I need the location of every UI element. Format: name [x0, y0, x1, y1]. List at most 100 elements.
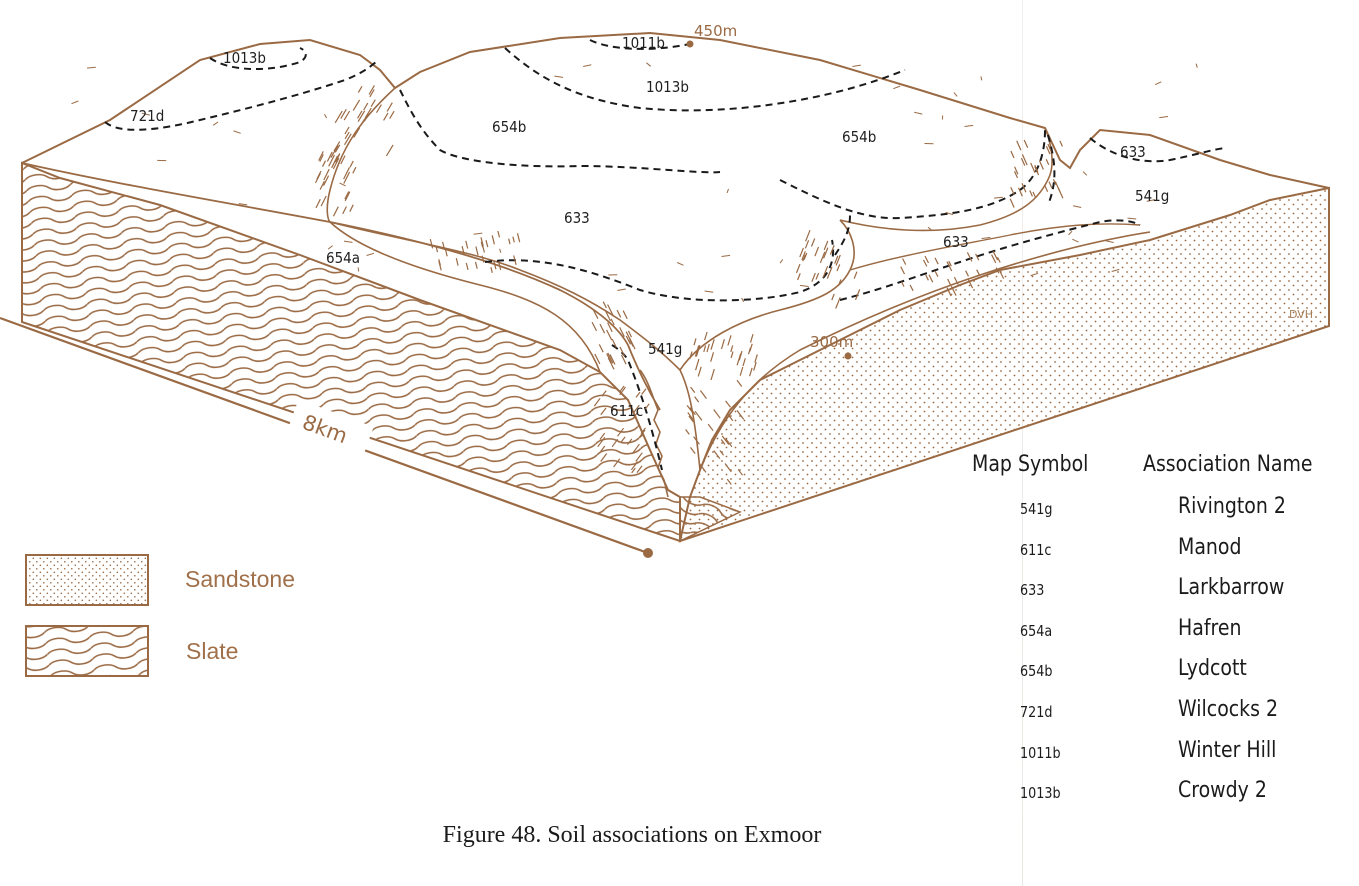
- boundary-611c: [611, 344, 663, 471]
- slope-tick: [334, 110, 343, 124]
- slope-tick: [737, 468, 743, 476]
- slope-tick: [695, 358, 700, 371]
- slope-tick: [640, 427, 646, 435]
- key-association-name: Winter Hill: [1178, 737, 1277, 763]
- key-table: 541g Rivington 2 611c Manod 633 Larkbarr…: [1000, 494, 1345, 819]
- slope-tick: [754, 354, 758, 363]
- surface-tick: [1030, 272, 1039, 277]
- surface-tick: [852, 64, 861, 67]
- slope-tick: [966, 252, 973, 262]
- slope-tick: [435, 246, 439, 253]
- slope-tick: [694, 345, 700, 357]
- valley-left-edge: [21, 162, 661, 411]
- slope-tick: [349, 204, 354, 212]
- slope-tick: [617, 427, 625, 437]
- elevation-label-450: 450m: [694, 22, 737, 40]
- slope-tick: [753, 361, 757, 371]
- key-header-symbol: Map Symbol: [972, 452, 1089, 477]
- slope-tick: [631, 467, 636, 474]
- key-association-name: Hafren: [1178, 615, 1242, 641]
- slope-tick: [616, 309, 622, 318]
- figure-caption: Figure 48. Soil associations on Exmoor: [442, 822, 822, 848]
- surface-tick: [980, 76, 983, 81]
- slope-tick: [607, 352, 614, 364]
- slope-tick: [720, 339, 725, 350]
- slope-tick: [805, 229, 811, 242]
- slope-tick: [352, 99, 361, 111]
- legend-label-sandstone: Sandstone: [185, 566, 295, 592]
- slope-tick: [950, 285, 957, 296]
- slope-tick: [811, 272, 816, 282]
- boundary-valley-1: [834, 214, 851, 256]
- slope-tick: [900, 281, 905, 287]
- slope-tick: [633, 411, 639, 419]
- surface-tick: [238, 203, 248, 206]
- valley-slope-lower: [329, 221, 601, 373]
- surface-tick: [1072, 238, 1079, 243]
- slope-tick: [992, 251, 999, 261]
- slope-tick: [713, 409, 721, 419]
- slope-tick: [687, 412, 694, 421]
- key-row: 1011b Winter Hill: [1000, 738, 1345, 779]
- slope-tick: [635, 391, 641, 398]
- slope-tick: [465, 240, 469, 249]
- soil-label: 611c: [610, 402, 643, 420]
- surface-tick: [357, 267, 360, 272]
- slope-tick: [318, 151, 324, 161]
- slope-tick: [607, 304, 615, 317]
- plateau-front-edge: [329, 219, 855, 372]
- boundary-1013b-top: [504, 47, 906, 112]
- slope-tick: [622, 310, 628, 320]
- slope-tick: [739, 366, 744, 376]
- slope-tick: [1017, 187, 1023, 197]
- slope-tick: [334, 144, 341, 153]
- slope-tick: [690, 386, 696, 393]
- valley-right-slope: [679, 231, 1151, 471]
- slope-tick: [704, 331, 708, 341]
- slope-tick: [719, 450, 725, 456]
- slope-tick: [613, 458, 621, 468]
- slope-tick: [724, 463, 732, 473]
- slope-tick: [330, 145, 339, 158]
- slope-tick: [497, 230, 501, 238]
- legend-swatch-slate: [25, 625, 149, 677]
- slope-tick: [353, 127, 361, 138]
- slope-tick: [835, 297, 841, 309]
- soil-label: 1011b: [622, 34, 665, 52]
- slope-tick: [706, 343, 710, 353]
- slope-tick: [1045, 145, 1051, 155]
- slope-tick: [602, 301, 607, 309]
- stream: [639, 369, 669, 498]
- slope-tick: [455, 258, 459, 266]
- surface-tick: [554, 75, 564, 78]
- surface-tick: [233, 130, 241, 134]
- slope-tick: [321, 160, 327, 167]
- slope-tick: [1032, 191, 1037, 199]
- slope-tick: [332, 157, 340, 170]
- slope-tick: [592, 309, 599, 319]
- slope-tick: [599, 432, 606, 440]
- slope-tick: [736, 410, 745, 420]
- key-symbol: 721d: [1020, 702, 1053, 721]
- slope-tick: [368, 85, 375, 95]
- slope-tick: [690, 447, 696, 454]
- slope-tick: [948, 260, 952, 267]
- slope-tick: [975, 253, 980, 261]
- slope-tick: [902, 258, 907, 265]
- slope-tick: [357, 110, 366, 123]
- slope-tick: [742, 358, 746, 367]
- slope-tick: [694, 396, 700, 403]
- surface-tick: [1068, 230, 1073, 236]
- slope-tick: [591, 321, 598, 332]
- slope-tick: [799, 247, 804, 258]
- slope-tick: [333, 141, 341, 152]
- surface-tick: [1154, 81, 1162, 86]
- slope-tick: [357, 85, 363, 93]
- slope-tick: [598, 344, 604, 353]
- surface-tick: [721, 254, 731, 257]
- slope-tick: [749, 343, 753, 352]
- key-symbol: 633: [1020, 581, 1045, 600]
- scale-end-dot: [643, 548, 653, 558]
- slope-tick: [826, 266, 833, 279]
- slope-tick: [1014, 166, 1019, 175]
